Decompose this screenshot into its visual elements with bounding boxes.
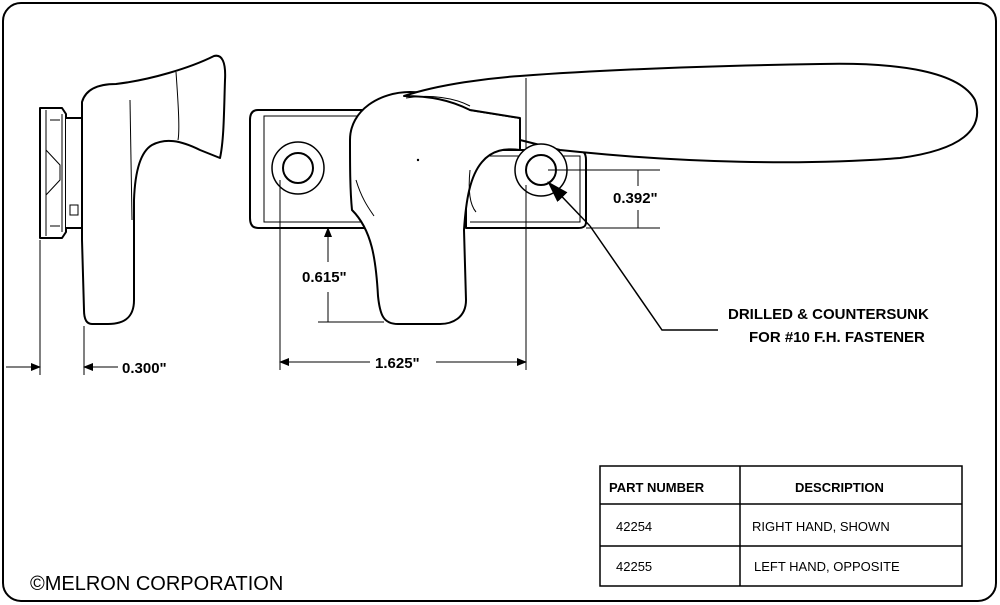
table-row-2-description: LEFT HAND, OPPOSITE bbox=[754, 559, 900, 574]
dim-width-side-label: 0.300" bbox=[122, 360, 167, 377]
table-row-2-part: 42255 bbox=[616, 559, 652, 574]
front-view bbox=[249, 62, 979, 325]
dim-hole-spacing: 1.625" bbox=[279, 180, 527, 372]
side-view bbox=[39, 54, 227, 325]
dim-width-side: 0.300" bbox=[6, 240, 167, 377]
table-row-1-description: RIGHT HAND, SHOWN bbox=[752, 519, 890, 534]
table-header-part-number: PART NUMBER bbox=[609, 480, 705, 495]
dim-hole-offset: 0.392" bbox=[548, 169, 660, 229]
note-leader: DRILLED & COUNTERSUNK FOR #10 F.H. FASTE… bbox=[547, 181, 929, 346]
dim-hole-offset-label: 0.392" bbox=[613, 190, 658, 207]
dim-hole-spacing-label: 1.625" bbox=[375, 355, 420, 372]
note-line-2: FOR #10 F.H. FASTENER bbox=[749, 329, 925, 346]
dim-base-to-handle-label: 0.615" bbox=[302, 269, 347, 286]
table-header-description: DESCRIPTION bbox=[795, 480, 884, 495]
dim-base-to-handle: 0.615" bbox=[302, 227, 384, 323]
copyright-notice: ©MELRON CORPORATION bbox=[30, 573, 283, 595]
table-row-1-part: 42254 bbox=[616, 519, 652, 534]
note-line-1: DRILLED & COUNTERSUNK bbox=[728, 306, 929, 323]
parts-table: PART NUMBER DESCRIPTION 42254 RIGHT HAND… bbox=[599, 465, 963, 587]
